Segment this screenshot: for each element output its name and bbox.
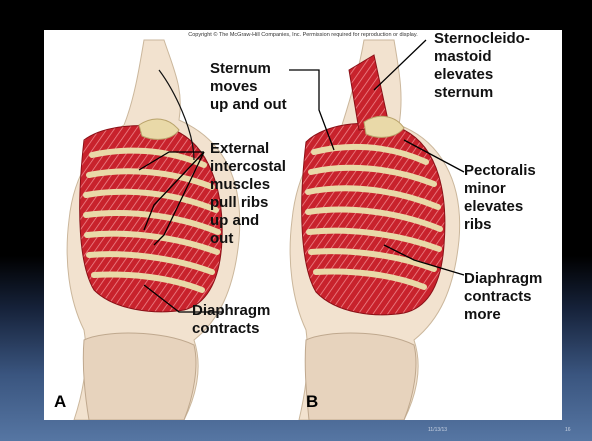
- panel-letter-a: A: [54, 392, 66, 412]
- label-pectoralis-minor: Pectoralis minor elevates ribs: [464, 162, 536, 234]
- label-diaphragm-contracts-more: Diaphragm contracts more: [464, 270, 542, 324]
- label-diaphragm-contracts: Diaphragm contracts: [192, 302, 270, 338]
- label-external-intercostal: External intercostal muscles pull ribs u…: [210, 140, 286, 248]
- label-sternum: Sternum moves up and out: [210, 60, 287, 114]
- footer-page-number: 16: [565, 427, 571, 433]
- label-sternocleidomastoid: Sternocleido- mastoid elevates sternum: [434, 30, 530, 102]
- footer-date: 11/13/13: [428, 427, 447, 433]
- figure-panel: Copyright © The McGraw-Hill Companies, I…: [44, 30, 562, 420]
- panel-letter-b: B: [306, 392, 318, 412]
